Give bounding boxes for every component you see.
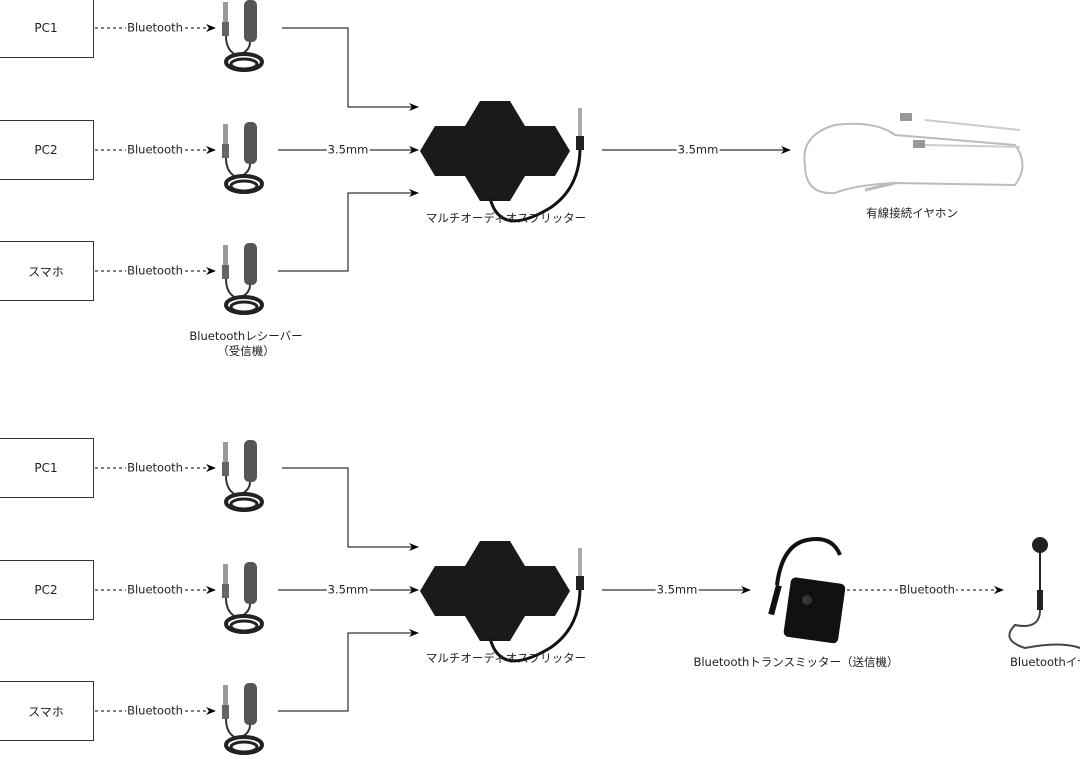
bluetooth-receiver-image xyxy=(218,683,268,759)
bluetooth-receiver-image xyxy=(218,122,268,198)
bluetooth-link-label: Bluetooth xyxy=(126,703,184,718)
bluetooth-final-label: Bluetooth xyxy=(898,582,956,597)
output-cable-label: 3.5mm xyxy=(676,142,720,157)
source-box-PC1: PC1 xyxy=(0,0,94,58)
output-cable-label: 3.5mm xyxy=(655,582,699,597)
bluetooth-receiver-image xyxy=(218,243,268,319)
receiver-caption-line2: （受信機） xyxy=(217,344,275,358)
bluetooth-earphone-image xyxy=(1005,530,1080,655)
bluetooth-link-label: Bluetooth xyxy=(126,263,184,278)
cable-pc1-to-splitter xyxy=(282,27,419,111)
audio-splitter-image xyxy=(420,528,590,663)
source-box-PC1: PC1 xyxy=(0,438,94,498)
transmitter-caption: Bluetoothトランスミッター（送信機） xyxy=(693,655,899,669)
cable-label: 3.5mm xyxy=(326,582,370,597)
cable-pc1-to-splitter xyxy=(282,467,419,551)
bluetooth-receiver-image xyxy=(218,0,268,76)
cable-phone-to-splitter xyxy=(278,629,419,712)
source-box-PC2: PC2 xyxy=(0,120,94,180)
bluetooth-transmitter-image xyxy=(752,525,847,645)
bluetooth-receiver-image xyxy=(218,440,268,516)
bluetooth-link-label: Bluetooth xyxy=(126,142,184,157)
receiver-caption: Bluetoothレシーバー xyxy=(189,329,303,343)
source-box-スマホ: スマホ xyxy=(0,241,94,301)
cable-phone-to-splitter xyxy=(278,189,419,272)
wired-earphone-caption: 有線接続イヤホン xyxy=(866,206,958,220)
splitter-caption: マルチオーディオスプリッター xyxy=(425,651,587,665)
splitter-caption: マルチオーディオスプリッター xyxy=(425,211,587,225)
audio-splitter-image xyxy=(420,88,590,223)
bluetooth-link-label: Bluetooth xyxy=(126,20,184,35)
bluetooth-link-label: Bluetooth xyxy=(126,460,184,475)
bluetooth-earphone-caption: Bluetoothイヤホン xyxy=(1010,655,1080,669)
bluetooth-link-label: Bluetooth xyxy=(126,582,184,597)
bluetooth-receiver-image xyxy=(218,562,268,638)
source-box-PC2: PC2 xyxy=(0,560,94,620)
cable-label: 3.5mm xyxy=(326,142,370,157)
wired-earphone-image xyxy=(795,105,1030,200)
source-box-スマホ: スマホ xyxy=(0,681,94,741)
